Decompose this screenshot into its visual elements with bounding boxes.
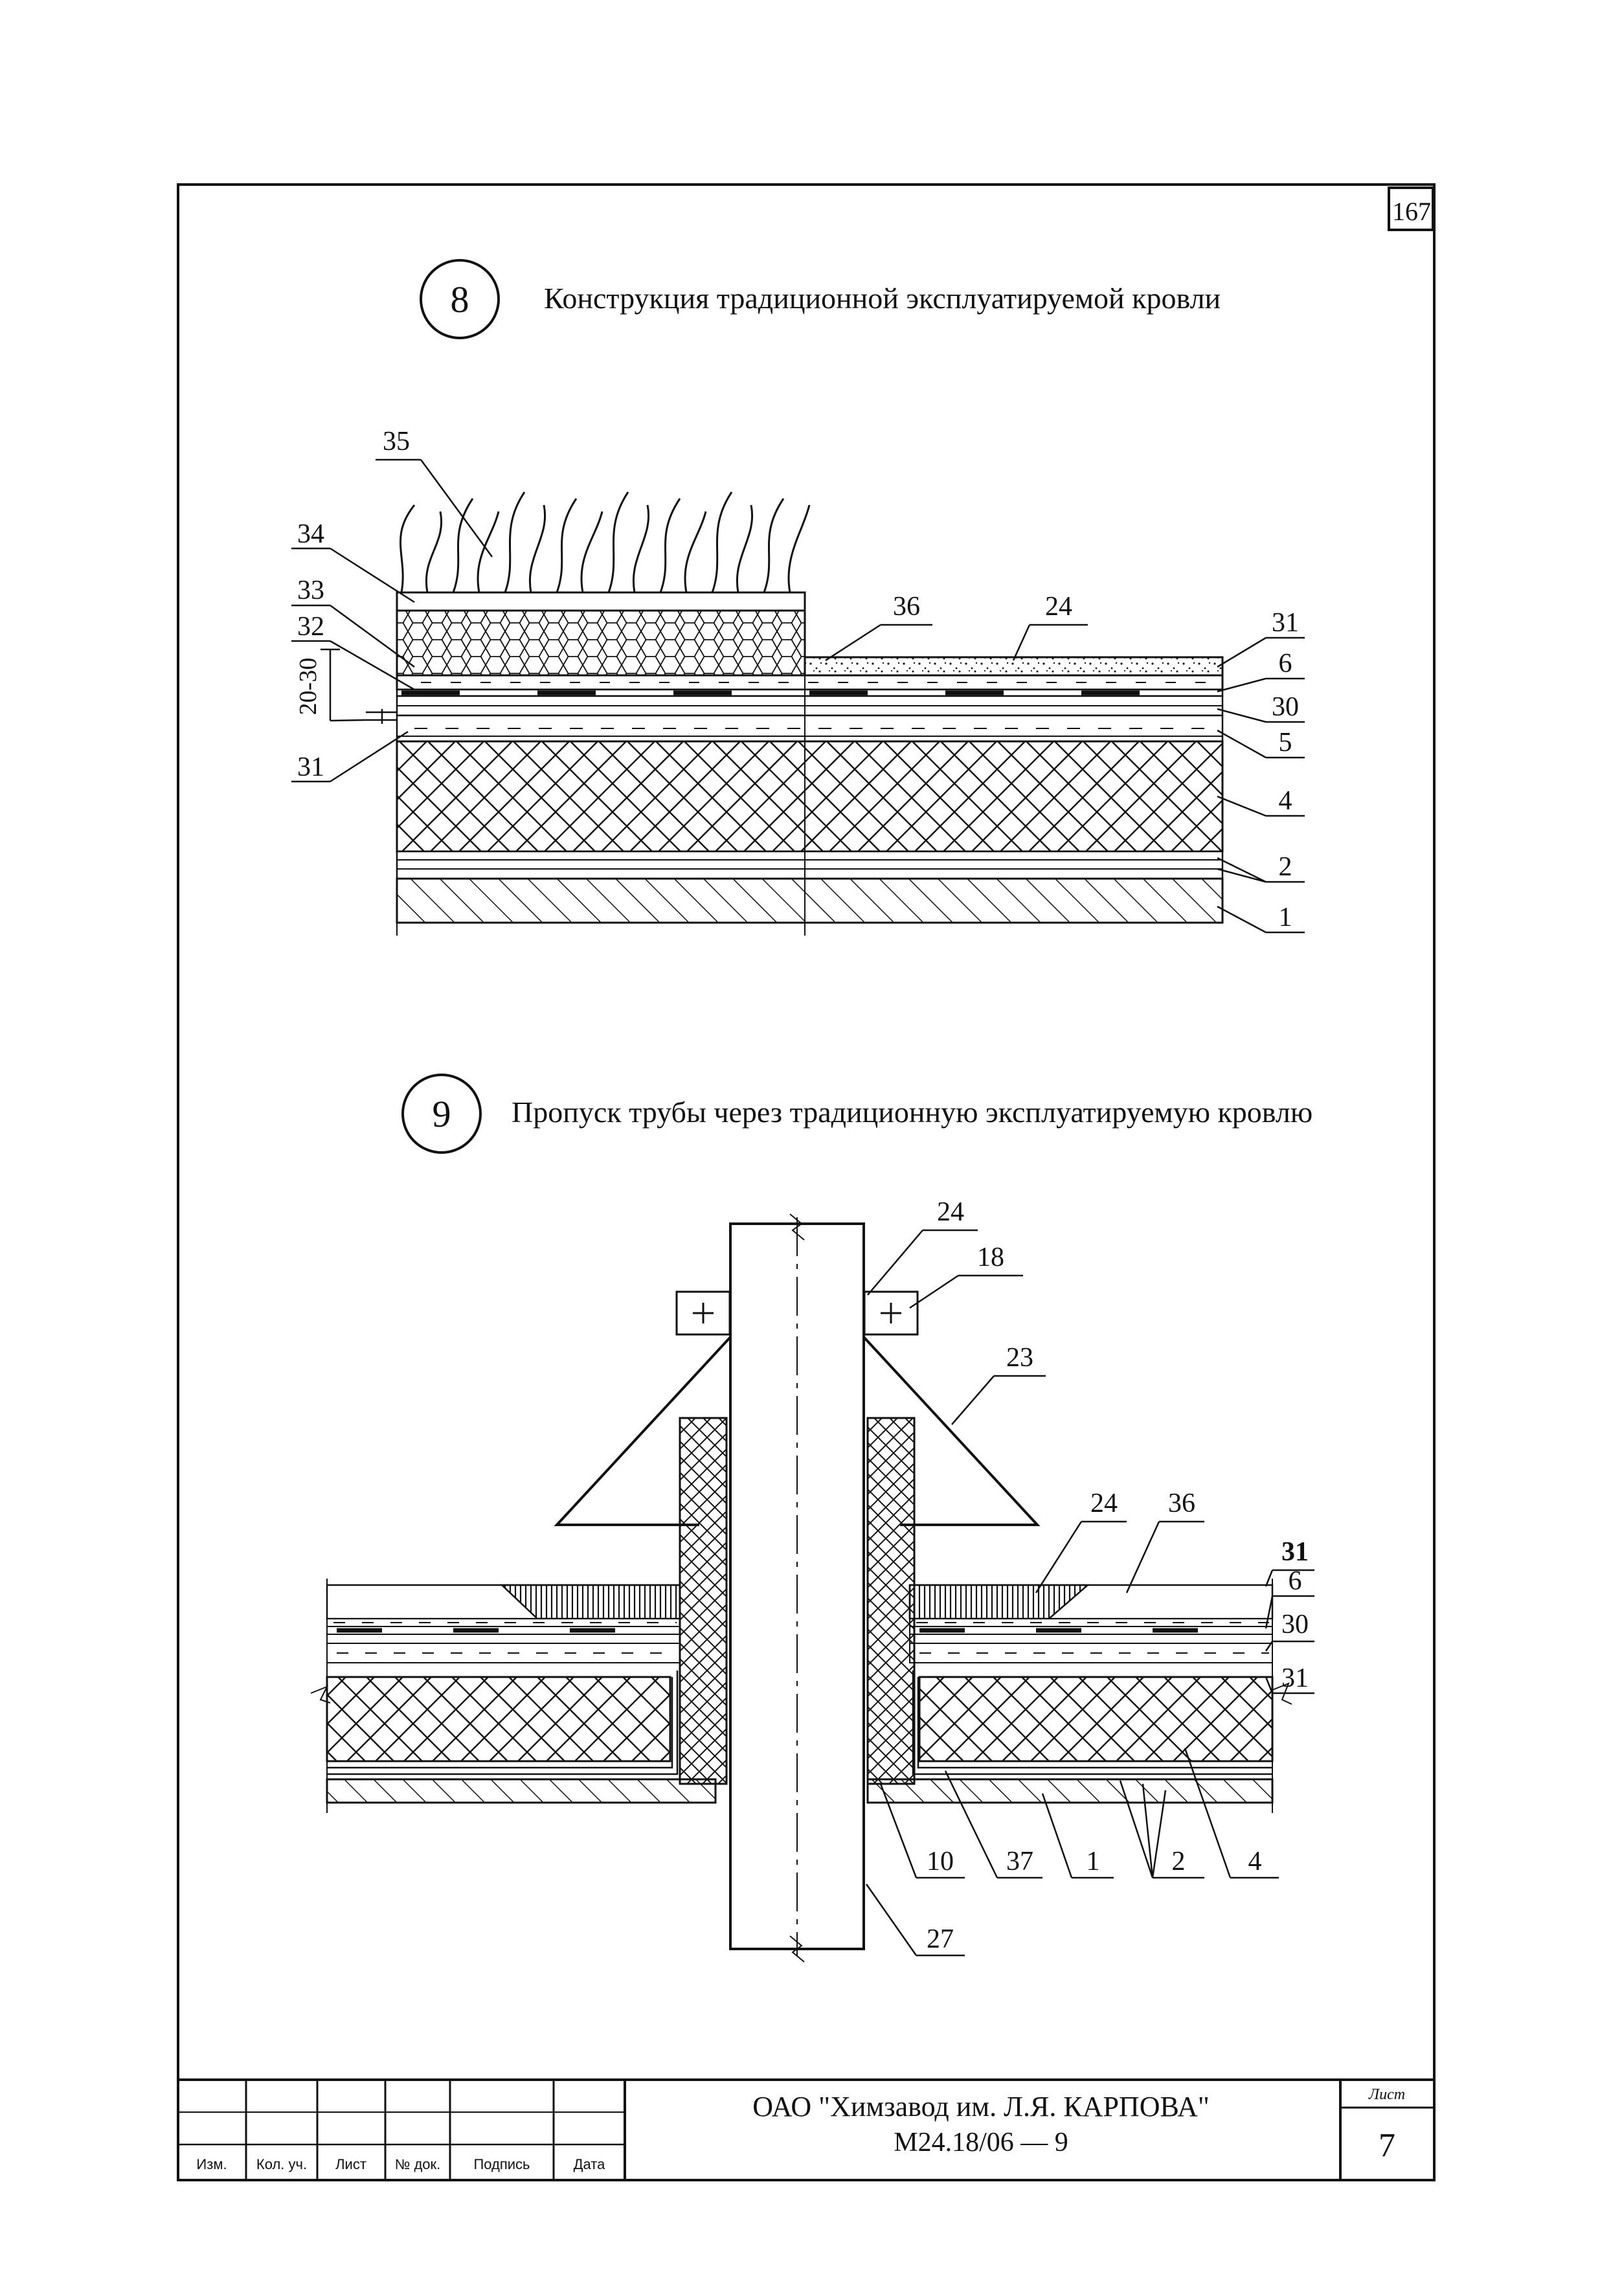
callout-36: 36	[893, 592, 920, 622]
detail-8-number: 8	[451, 278, 469, 321]
column-doc-number: № док.	[395, 2156, 441, 2172]
company-name: ОАО "Химзавод им. Л.Я. КАРПОВА"	[752, 2091, 1210, 2122]
callout-34: 34	[297, 519, 324, 549]
insulation-left	[326, 1676, 671, 1762]
soil-layer	[396, 591, 806, 612]
callout-2: 2	[1279, 852, 1292, 882]
callout-31-top-right: 31	[1281, 1537, 1309, 1567]
callout-31-right: 31	[1272, 608, 1299, 638]
callout-31-bottom-right: 31	[1281, 1663, 1309, 1693]
detail-9: 9 Пропуск трубы через традиционную экспл…	[310, 1074, 1314, 1963]
document-code: М24.18/06 — 9	[894, 2128, 1068, 2157]
detail-8-title: Конструкция традиционной эксплуатируемой…	[544, 282, 1221, 315]
callout-32: 32	[297, 612, 324, 642]
callouts-right	[1217, 636, 1305, 934]
callout-4-bottom: 4	[1248, 1847, 1262, 1876]
sleeve-insulation-right	[866, 1417, 916, 1785]
callout-31-left: 31	[297, 752, 324, 782]
callout-33: 33	[297, 576, 324, 605]
concrete-slab	[396, 877, 1224, 924]
underlay-layer	[396, 714, 1224, 743]
drainage-layer	[396, 609, 806, 677]
sheet-number: 167	[1392, 197, 1431, 226]
frame-border	[177, 183, 1436, 2181]
callout-23: 23	[1006, 1343, 1033, 1373]
column-changes: Изм.	[196, 2156, 227, 2172]
sheet-number-box	[1388, 186, 1434, 231]
callout-1-bottom: 1	[1087, 1847, 1100, 1876]
callout-6: 6	[1279, 649, 1292, 679]
detail-9-marker	[401, 1074, 482, 1154]
dimension-20-30	[321, 648, 397, 724]
callout-27: 27	[927, 1924, 954, 1954]
slab-left	[326, 1778, 717, 1804]
flashing-cone	[554, 1336, 732, 1526]
column-sheet: Лист	[335, 2156, 366, 2172]
callout-24-mid: 24	[1090, 1489, 1118, 1518]
title-block: Изм. Кол. уч. Лист № док. Подпись Дата О…	[178, 2078, 1434, 2180]
sleeve-insulation-left	[679, 1417, 728, 1785]
column-quantity: Кол. уч.	[256, 2156, 307, 2172]
callouts-9	[865, 1229, 1314, 1957]
callout-6-right: 6	[1289, 1566, 1302, 1596]
detail-9-number: 9	[433, 1093, 451, 1135]
detail-8-marker	[420, 259, 500, 339]
callout-24-top: 24	[937, 1197, 964, 1227]
callout-35: 35	[383, 427, 410, 456]
insulation-right	[918, 1676, 1274, 1762]
callout-2-bottom: 2	[1172, 1847, 1186, 1876]
callout-10: 10	[927, 1847, 954, 1876]
callouts-top	[825, 624, 1088, 662]
callout-4: 4	[1279, 786, 1292, 816]
sheet-label: Лист	[1368, 2086, 1405, 2103]
clamp-right	[863, 1290, 919, 1336]
callout-18: 18	[977, 1243, 1004, 1272]
column-date: Дата	[574, 2156, 605, 2172]
callout-36-mid: 36	[1168, 1489, 1195, 1518]
callout-1: 1	[1279, 903, 1292, 932]
vapor-barrier-layer	[396, 850, 1224, 880]
sheet-value: 7	[1379, 2127, 1395, 2164]
callout-5: 5	[1279, 728, 1292, 758]
dimension-label: 20-30	[295, 658, 322, 715]
callout-24: 24	[1045, 592, 1072, 622]
slab-right	[866, 1778, 1274, 1804]
detail-9-title: Пропуск трубы через традиционную эксплуа…	[512, 1096, 1312, 1129]
callout-30-right: 30	[1281, 1610, 1309, 1639]
callouts-left	[291, 458, 493, 783]
callout-30: 30	[1272, 692, 1299, 722]
detail-8: 8 Конструкция традиционной эксплуатируем…	[291, 259, 1305, 936]
grass-layer	[400, 491, 811, 593]
callout-37: 37	[1006, 1847, 1033, 1876]
column-signature: Подпись	[473, 2156, 530, 2172]
insulation-layer	[396, 740, 1224, 853]
